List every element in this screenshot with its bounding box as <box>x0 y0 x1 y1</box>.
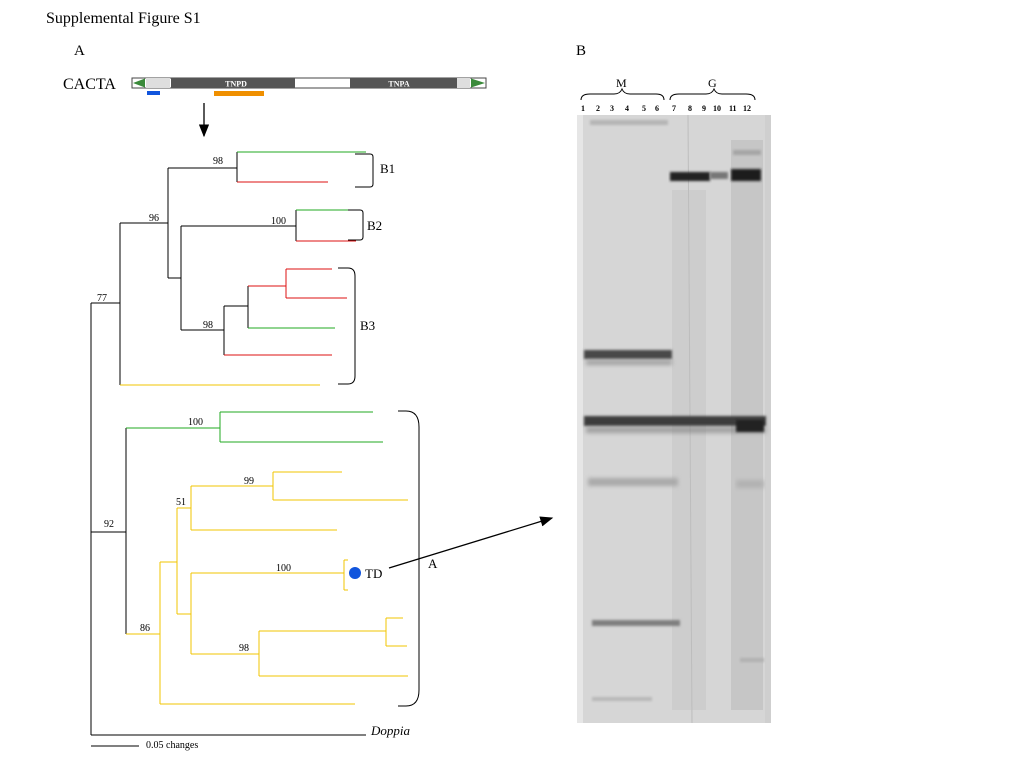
lane-label: 12 <box>743 104 751 113</box>
td-label: TD <box>365 566 382 581</box>
bootstrap-label: 100 <box>276 563 291 574</box>
bracket-b2 <box>348 209 364 241</box>
clade-label-b2: B2 <box>367 218 382 233</box>
band-m-lower <box>592 620 680 626</box>
right-tir-triangle <box>471 78 485 88</box>
gel-header: M G 1 2 3 4 5 6 7 8 9 10 11 12 <box>580 76 756 113</box>
segment-tnpd <box>171 78 295 88</box>
phylogenetic-tree <box>90 151 408 736</box>
group-label-m: M <box>616 76 627 90</box>
segment-spacer-left <box>146 78 170 88</box>
lane-label: 11 <box>729 104 737 113</box>
lane-label: 2 <box>596 104 600 113</box>
cacta-label: CACTA <box>63 76 116 93</box>
scale-label: 0.05 changes <box>146 740 198 751</box>
tnpd-label: TNPD <box>225 80 247 89</box>
lane-label: 7 <box>672 104 676 113</box>
probe-bar-blue <box>147 91 160 95</box>
lane-label: 9 <box>702 104 706 113</box>
bootstrap-label: 98 <box>213 156 223 167</box>
clade-label-b1: B1 <box>380 161 395 176</box>
cacta-element-map: TNPD TNPA <box>131 77 487 138</box>
left-tir-triangle <box>133 78 145 88</box>
bracket-b3 <box>338 267 356 385</box>
probe-bar-orange <box>214 91 264 96</box>
bracket-a <box>398 410 420 707</box>
lane-label: 6 <box>655 104 659 113</box>
clade-label-a: A <box>428 556 438 571</box>
band-shared <box>584 416 766 426</box>
lane-label: 3 <box>610 104 614 113</box>
td-marker-dot <box>349 567 361 579</box>
bootstrap-label: 98 <box>239 643 249 654</box>
bootstrap-label: 100 <box>271 216 286 227</box>
lane-label: 1 <box>581 104 585 113</box>
td-to-gel-arrow <box>388 516 554 569</box>
bootstrap-label: 77 <box>97 293 107 304</box>
bootstrap-label: 100 <box>188 417 203 428</box>
clade-label-b3: B3 <box>360 318 375 333</box>
doppia-label: Doppia <box>370 723 411 738</box>
clade-brackets <box>338 153 420 707</box>
bootstrap-label: 86 <box>140 623 150 634</box>
band-g-lower <box>736 420 764 432</box>
group-label-g: G <box>708 76 717 90</box>
brace-m <box>580 87 665 101</box>
element-outline <box>131 77 487 89</box>
band-g-upper <box>670 172 710 181</box>
bootstrap-label: 96 <box>149 213 159 224</box>
lane-label: 8 <box>688 104 692 113</box>
gel-image <box>577 114 771 724</box>
band-faint <box>588 478 678 486</box>
band-m-upper <box>584 350 672 359</box>
figure-title: Supplemental Figure S1 <box>46 10 201 27</box>
bootstrap-label: 92 <box>104 519 114 530</box>
tnpa-label: TNPA <box>388 80 409 89</box>
bootstrap-label: 99 <box>244 476 254 487</box>
bootstrap-values: 98 96 100 77 98 100 92 99 51 100 86 98 <box>97 156 291 654</box>
clade-labels: B1 B2 B3 A TD Doppia <box>360 161 438 738</box>
lane-label: 4 <box>625 104 629 113</box>
panel-b-label: B <box>576 43 587 59</box>
brace-g <box>669 87 756 101</box>
segment-spacer-right <box>457 78 470 88</box>
lane-label: 10 <box>713 104 721 113</box>
lane-label: 5 <box>642 104 646 113</box>
bootstrap-label: 98 <box>203 320 213 331</box>
panel-a-label: A <box>74 43 85 59</box>
bootstrap-label: 51 <box>176 497 186 508</box>
band-m-top <box>590 120 668 125</box>
segment-tnpa <box>350 78 457 88</box>
scale-bar: 0.05 changes <box>91 740 198 751</box>
bracket-b1 <box>355 153 374 188</box>
